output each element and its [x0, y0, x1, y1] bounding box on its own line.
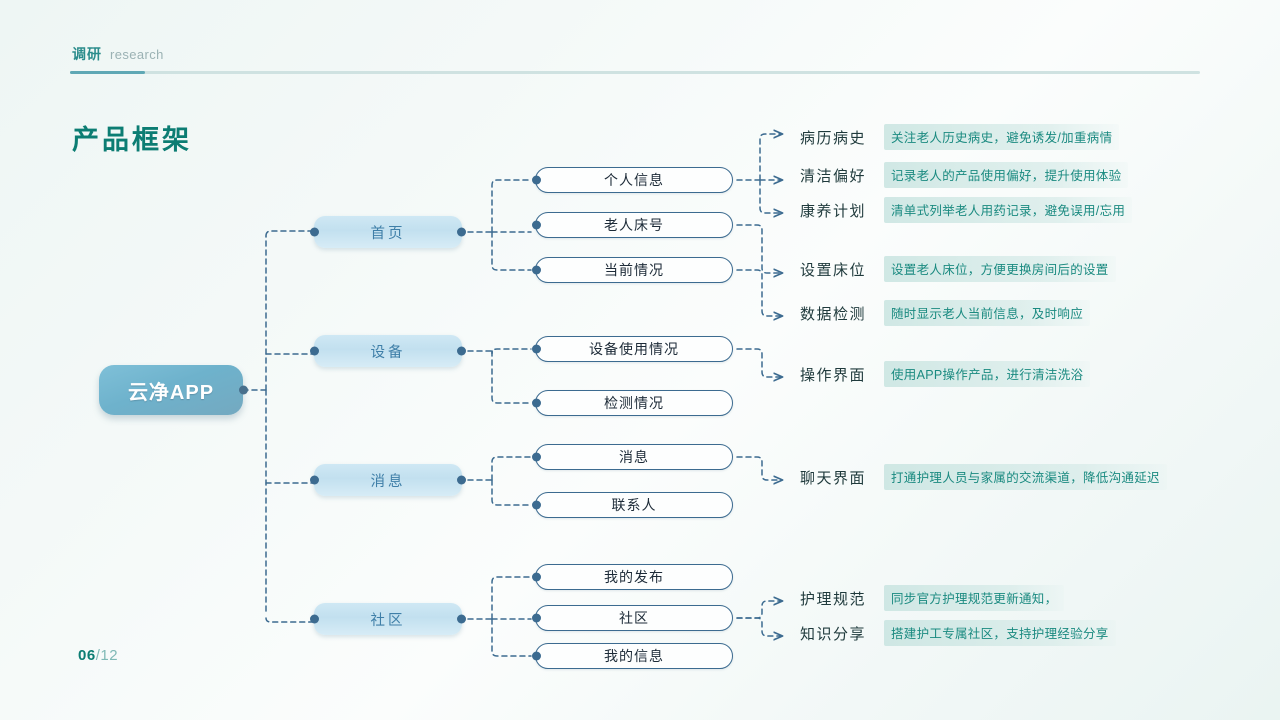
feature-label: 聊天界面	[800, 469, 867, 487]
connector-dot-icon	[532, 500, 541, 510]
connector-dot-icon	[532, 344, 541, 354]
leaf-node-messages[interactable]: 消息	[532, 444, 733, 470]
leaf-node-label: 社区	[619, 610, 649, 626]
connector-dot-icon	[239, 385, 248, 395]
feature-row-knowledge-sharing[interactable]: 知识分享 搭建护工专属社区，支持护理经验分享	[800, 620, 1116, 646]
connector-dot-icon	[310, 346, 319, 356]
header-label-en: research	[110, 47, 164, 62]
page-title: 产品框架	[72, 125, 192, 155]
connector-dot-icon	[310, 227, 319, 237]
leaf-node-my-info[interactable]: 我的信息	[532, 643, 733, 669]
branch-node-label: 设备	[370, 344, 406, 361]
leaf-node-label: 检测情况	[604, 395, 664, 411]
leaf-node-label: 当前情况	[604, 262, 664, 278]
leaf-node-community[interactable]: 社区	[532, 605, 733, 631]
connector-dot-icon	[457, 227, 466, 237]
connector-dot-icon	[532, 613, 541, 623]
page-number-total: /12	[95, 647, 119, 664]
leaf-node-label: 我的信息	[604, 648, 664, 664]
header-labels: 调研 research	[70, 44, 1200, 64]
leaf-node-label: 设备使用情况	[589, 341, 679, 357]
branch-node-device[interactable]: 设备	[310, 335, 466, 367]
feature-label: 操作界面	[800, 366, 867, 384]
branch-node-label: 消息	[370, 473, 406, 490]
connector-dot-icon	[532, 220, 541, 230]
root-node-label: 云净APP	[127, 381, 215, 404]
connector-dot-icon	[532, 398, 541, 408]
feature-description: 随时显示老人当前信息，及时响应	[884, 300, 1091, 326]
connector-dot-icon	[532, 175, 541, 185]
header-divider	[70, 71, 1200, 74]
feature-label: 数据检测	[800, 305, 867, 323]
connector-dot-icon	[532, 572, 541, 582]
connector-dot-icon	[532, 265, 541, 275]
feature-description: 设置老人床位，方便更换房间后的设置	[884, 256, 1116, 282]
connector-dot-icon	[457, 346, 466, 356]
leaf-node-label: 联系人	[611, 497, 657, 513]
feature-row-care-plan[interactable]: 康养计划 清单式列举老人用药记录，避免误用/忘用	[800, 197, 1133, 223]
connector-dot-icon	[532, 651, 541, 661]
leaf-node-detection-status[interactable]: 检测情况	[532, 390, 733, 416]
leaf-node-label: 我的发布	[604, 569, 664, 585]
feature-row-chat-ui[interactable]: 聊天界面 打通护理人员与家属的交流渠道，降低沟通延迟	[800, 464, 1167, 490]
feature-label: 护理规范	[800, 590, 867, 608]
connector-dot-icon	[310, 614, 319, 624]
feature-description: 同步官方护理规范更新通知，	[884, 585, 1065, 611]
feature-label: 知识分享	[800, 625, 867, 643]
branch-node-label: 首页	[370, 225, 406, 242]
feature-row-data-monitoring[interactable]: 数据检测 随时显示老人当前信息，及时响应	[800, 300, 1091, 326]
leaf-node-label: 个人信息	[604, 172, 664, 188]
leaf-node-device-usage[interactable]: 设备使用情况	[532, 336, 733, 362]
connector-dot-icon	[457, 475, 466, 485]
leaf-node-my-posts[interactable]: 我的发布	[532, 564, 733, 590]
feature-row-care-standards[interactable]: 护理规范 同步官方护理规范更新通知，	[800, 585, 1065, 611]
page-number-current: 06	[78, 647, 96, 664]
branch-node-home[interactable]: 首页	[310, 216, 466, 248]
feature-description: 清单式列举老人用药记录，避免误用/忘用	[884, 197, 1133, 223]
feature-label: 清洁偏好	[800, 167, 867, 185]
branch-node-message[interactable]: 消息	[310, 464, 466, 496]
feature-row-medical-history[interactable]: 病历病史 关注老人历史病史，避免诱发/加重病情	[800, 124, 1120, 150]
leaf-node-current-status[interactable]: 当前情况	[532, 257, 733, 283]
feature-label: 设置床位	[800, 261, 867, 279]
connector-dot-icon	[310, 475, 319, 485]
leaf-node-contacts[interactable]: 联系人	[532, 492, 733, 518]
connector-dot-icon	[532, 452, 541, 462]
leaf-node-label: 消息	[619, 449, 649, 465]
root-node-yunjing-app[interactable]: 云净APP	[99, 365, 248, 415]
feature-label: 病历病史	[800, 129, 867, 147]
feature-row-operation-ui[interactable]: 操作界面 使用APP操作产品，进行清洁洗浴	[800, 361, 1091, 387]
feature-description: 记录老人的产品使用偏好，提升使用体验	[884, 162, 1129, 188]
feature-description: 关注老人历史病史，避免诱发/加重病情	[884, 124, 1120, 150]
leaf-node-label: 老人床号	[604, 217, 664, 233]
feature-label: 康养计划	[800, 202, 867, 220]
branch-node-label: 社区	[370, 612, 406, 629]
feature-row-set-bed[interactable]: 设置床位 设置老人床位，方便更换房间后的设置	[800, 256, 1116, 282]
feature-description: 使用APP操作产品，进行清洁洗浴	[884, 361, 1091, 387]
leaf-node-personal-info[interactable]: 个人信息	[532, 167, 733, 193]
connector-dot-icon	[457, 614, 466, 624]
page-number: 06/12	[78, 647, 118, 664]
feature-description: 搭建护工专属社区，支持护理经验分享	[884, 620, 1116, 646]
leaf-node-elder-bed-number[interactable]: 老人床号	[532, 212, 733, 238]
slide-header: 调研 research	[70, 44, 1200, 74]
feature-row-cleaning-preference[interactable]: 清洁偏好 记录老人的产品使用偏好，提升使用体验	[800, 162, 1129, 188]
feature-description: 打通护理人员与家属的交流渠道，降低沟通延迟	[884, 464, 1167, 490]
header-label-cn: 调研	[72, 46, 102, 62]
branch-node-community[interactable]: 社区	[310, 603, 466, 635]
